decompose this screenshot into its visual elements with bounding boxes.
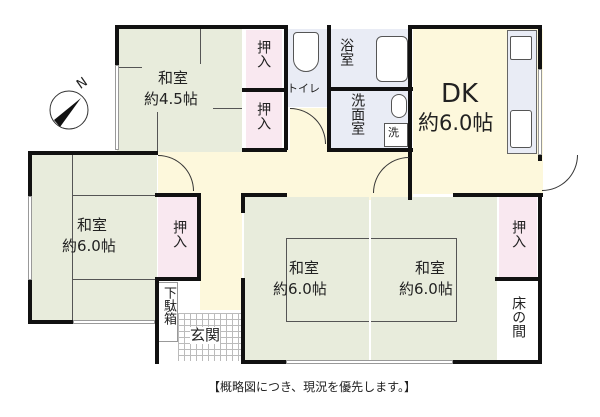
room-size: 約4.5帖	[144, 90, 198, 108]
bathtub-icon	[376, 36, 408, 82]
room-name: 和室	[158, 69, 189, 87]
entrance-label: 玄関	[190, 326, 221, 345]
caption: 【概略図につき、現況を優先します。】	[208, 380, 416, 394]
closet-label: 押入	[510, 220, 527, 248]
closet-label: 押入	[255, 102, 272, 130]
closet-label: 押入	[171, 220, 188, 248]
stove-icon	[510, 36, 532, 60]
room-size: 約6.0帖	[273, 280, 327, 298]
shoe-cabinet-label: 下駄箱	[160, 286, 176, 325]
compass: N	[48, 75, 91, 131]
room-name: 和室	[289, 259, 320, 277]
washer-icon	[384, 123, 408, 147]
closet-label: 押入	[255, 40, 272, 68]
door	[542, 155, 578, 191]
sink-icon	[391, 94, 407, 118]
room-washitsu-4-5	[117, 29, 242, 152]
kitchen-sink-icon	[510, 110, 532, 148]
room-washitsu-right	[371, 197, 497, 362]
room-size: 約6.0帖	[399, 280, 453, 298]
room-washitsu-middle	[244, 197, 369, 362]
closet-2	[246, 92, 282, 150]
entrance	[178, 313, 241, 361]
toilet-icon	[293, 32, 319, 72]
room-name: DK	[441, 79, 479, 109]
tokonoma-label: 床の間	[510, 296, 527, 338]
room-name: 和室	[415, 259, 446, 277]
compass-icon	[49, 90, 89, 130]
bath-label: 浴室	[338, 38, 355, 66]
tokonoma	[499, 281, 537, 362]
room-size: 約6.0帖	[418, 111, 494, 135]
closet-left	[158, 195, 198, 277]
hallway-lower	[200, 195, 242, 310]
room-washitsu-left	[32, 155, 157, 320]
closet-right	[499, 197, 537, 277]
room-size: 約6.0帖	[62, 237, 116, 255]
room-name: 和室	[77, 216, 108, 234]
washroom-label: 洗面室	[349, 93, 366, 135]
closet-1	[246, 30, 282, 88]
washer-label: 洗	[388, 126, 399, 139]
toilet-label: トイレ	[287, 82, 320, 95]
hallway	[158, 150, 413, 200]
